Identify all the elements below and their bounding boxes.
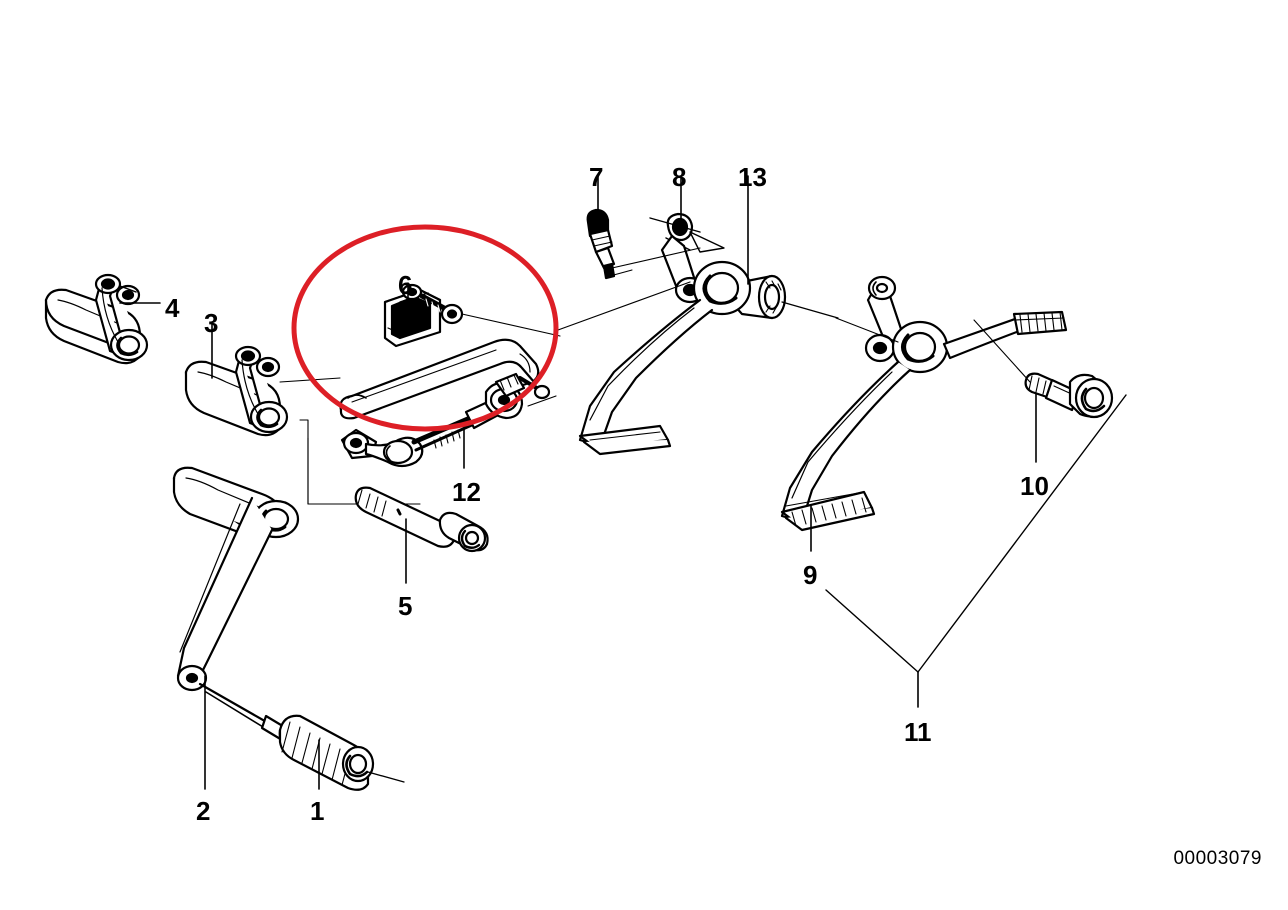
part-12-adjustable-linkage-rod xyxy=(340,372,557,468)
group-bracket-segment-1 xyxy=(917,394,1127,673)
callout-number-7: 7 xyxy=(589,162,604,192)
callout-leader-lines xyxy=(119,175,1037,790)
callout-number-11: 11 xyxy=(904,717,932,747)
callout-number-13: 13 xyxy=(738,162,767,192)
callout-number-2: 2 xyxy=(196,796,211,826)
part-7-brake-light-switch xyxy=(586,208,633,280)
callout-number-12: 12 xyxy=(452,477,481,507)
callout-number-3: 3 xyxy=(204,308,219,338)
diagram-part-number: 00003079 xyxy=(1173,848,1262,869)
part-5-socket-head-bolt xyxy=(354,486,489,553)
part-10-pedal-pivot-bolt xyxy=(973,319,1114,419)
part-4-gearshift-lever-upper xyxy=(44,273,149,365)
part-3-gearshift-lever-arm xyxy=(184,345,341,437)
highlight-ellipse-part-6 xyxy=(291,224,559,432)
callout-number-9: 9 xyxy=(803,560,818,590)
group-bracket-11 xyxy=(825,394,1127,673)
callout-number-4: 4 xyxy=(165,293,180,323)
part-middle-pedal-assembly xyxy=(557,234,752,456)
part-2-shift-lever-assembly xyxy=(172,466,405,791)
callout-number-6: 6 xyxy=(398,270,413,300)
part-9-brake-pedal xyxy=(780,275,1068,532)
part-linkage-u-rod xyxy=(339,338,540,420)
callout-number-8: 8 xyxy=(672,162,687,192)
callout-number-10: 10 xyxy=(1020,471,1049,501)
callout-number-5: 5 xyxy=(398,591,413,621)
callout-number-1: 1 xyxy=(310,796,325,826)
group-bracket-segment-0 xyxy=(825,589,919,673)
